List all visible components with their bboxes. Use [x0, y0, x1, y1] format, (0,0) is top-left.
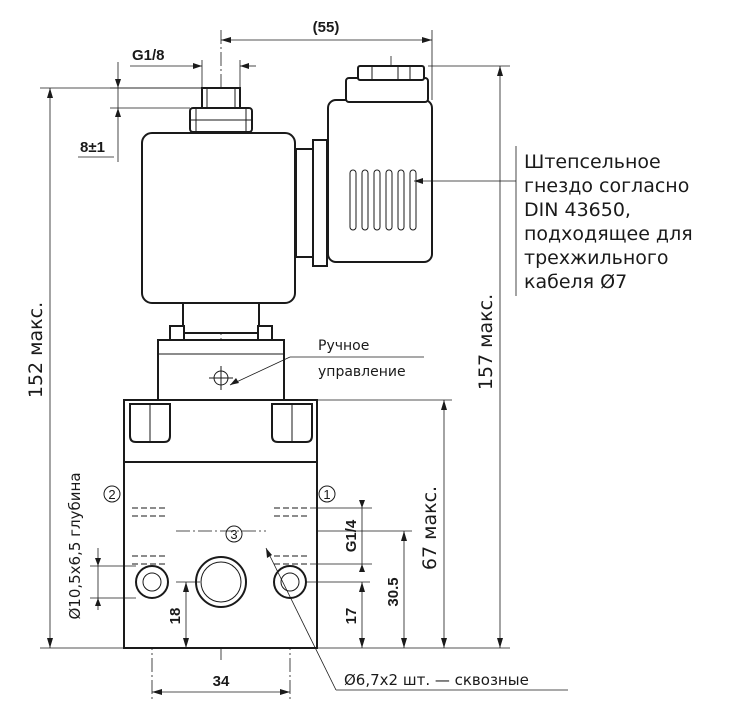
dim-67: 67 макс. [317, 399, 452, 648]
coil-body [141, 132, 296, 341]
dim-30-5-label: 30.5 [385, 577, 402, 606]
dim-8-label: 8±1 [80, 139, 105, 156]
dim-152: 152 макс. [25, 87, 202, 649]
callout-manual-override: Ручное управление [229, 338, 424, 386]
dim-30-5: 30.5 [317, 530, 412, 648]
socket-line-4: подходящее для [524, 223, 693, 245]
port-2-marker: 2 [103, 485, 121, 503]
dim-18: 18 [167, 581, 200, 648]
valve-body [123, 399, 318, 649]
dim-67-label: 67 макс. [419, 486, 441, 570]
port-1-label: 1 [323, 487, 330, 502]
dim-counterbore-label: Ø10,5x6,5 глубина [66, 472, 84, 619]
dim-g18-label: G1/8 [132, 47, 165, 64]
dim-55: (55) [221, 19, 433, 100]
manual-line-1: Ручное [318, 338, 369, 354]
dim-34: 34 [152, 673, 290, 695]
callout-through-holes: Ø6,7x2 шт. — сквозные [265, 547, 568, 691]
port-2-label: 2 [108, 487, 115, 502]
dim-g18: G1/8 [130, 47, 256, 88]
port-3-marker: 3 [225, 525, 243, 543]
dim-17: 17 [306, 581, 370, 648]
plug-socket [295, 65, 433, 267]
socket-line-5: трехжильного [524, 247, 669, 269]
top-fitting [189, 87, 253, 133]
callout-through-holes-label: Ø6,7x2 шт. — сквозные [344, 671, 529, 689]
port-1-marker: 1 [318, 485, 336, 503]
dim-55-label: (55) [313, 19, 340, 36]
socket-line-2: гнездо согласно [524, 175, 689, 197]
dim-g14: G1/4 [310, 500, 372, 572]
dim-152-label: 152 макс. [25, 302, 47, 398]
manual-line-2: управление [318, 364, 406, 380]
dim-17-label: 17 [343, 608, 360, 625]
port-3-label: 3 [230, 527, 237, 542]
socket-line-6: кабеля Ø7 [524, 271, 627, 293]
dim-34-label: 34 [213, 673, 230, 690]
socket-line-1: Штепсельное [524, 151, 661, 173]
dim-157: 157 макс. [317, 65, 510, 649]
dim-157-label: 157 макс. [475, 294, 497, 390]
dim-18-label: 18 [167, 608, 184, 625]
callout-socket: Штепсельное гнездо согласно DIN 43650, п… [414, 146, 693, 296]
manual-override-block [157, 339, 285, 403]
socket-line-3: DIN 43650, [524, 199, 631, 221]
dim-counterbore: Ø10,5x6,5 глубина [66, 472, 136, 620]
dim-g14-label: G1/4 [343, 519, 360, 552]
